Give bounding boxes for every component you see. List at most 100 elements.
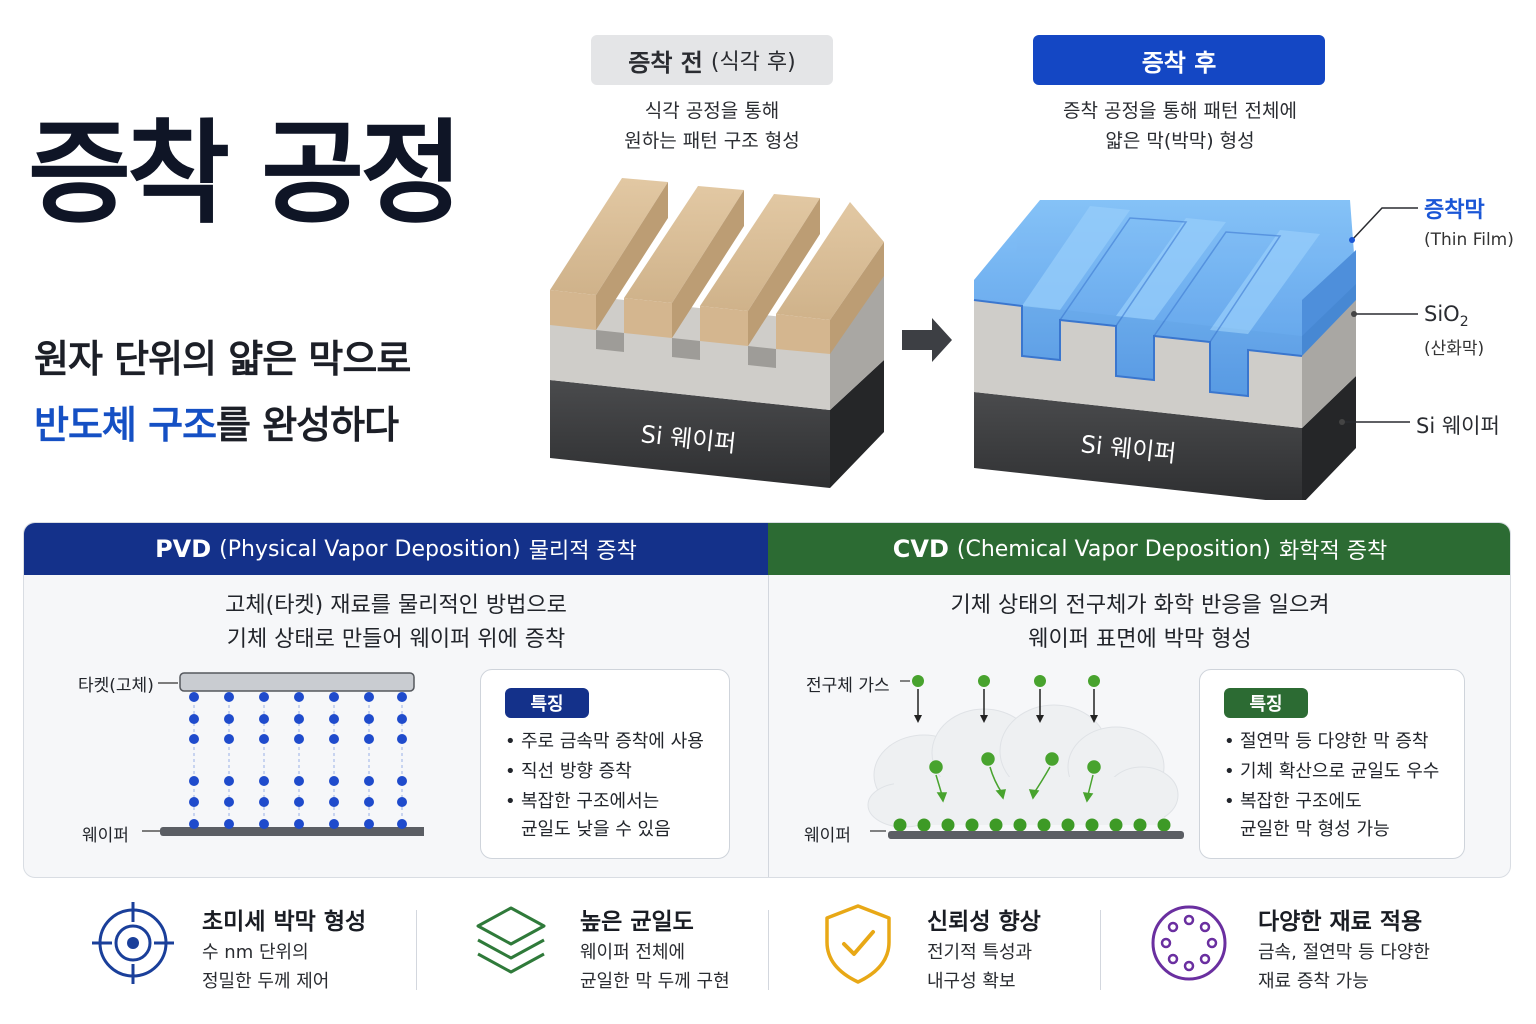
subtitle-highlight: 반도체 구조 [34, 403, 217, 447]
pvd-atom-columns [189, 692, 407, 829]
benefit-desc-line2: 내구성 확보 [927, 971, 1016, 992]
list-item: 복잡한 구조에서는 [505, 788, 704, 816]
sio2-label: SiO2 (산화막) [1424, 302, 1484, 359]
before-block: Si 웨이퍼 [550, 178, 884, 488]
benefit-desc-line1: 수 nm 단위의 [202, 942, 309, 963]
cvd-reacting-molecules [929, 752, 1101, 803]
cvd-desc-line2: 웨이퍼 표면에 박막 형성 [1028, 627, 1252, 652]
thin-film-label-ko: 증착막 [1424, 198, 1485, 223]
before-desc-line1: 식각 공정을 통해 [644, 100, 780, 122]
cvd-desc-line1: 기체 상태의 전구체가 화학 반응을 일으켜 [950, 593, 1330, 618]
layers-icon [476, 906, 546, 974]
before-pattern-fins [550, 178, 884, 354]
after-block: Si 웨이퍼 [973, 200, 1356, 500]
list-item: 복잡한 구조에도 [1224, 788, 1439, 816]
list-item: 균일도 낮을 수 있음 [521, 819, 671, 840]
list-item: 절연막 등 다양한 막 증착 [1224, 728, 1439, 756]
before-si-front [550, 380, 830, 488]
subtitle-rest: 를 완성하다 [216, 403, 399, 447]
after-sio2-side [1302, 284, 1356, 428]
list-item: 기체 확산으로 균일도 우수 [1224, 758, 1439, 786]
benefit-desc-line2: 균일한 막 두께 구현 [580, 971, 730, 992]
pvd-target-label: 타켓(고체) [78, 676, 154, 696]
benefit-divider [416, 910, 417, 990]
cvd-wafer-label: 웨이퍼 [804, 826, 851, 846]
cvd-wafer-plate [888, 831, 1184, 839]
benefit-desc-line2: 재료 증착 가능 [1258, 971, 1369, 992]
thin-film-label-en: (Thin Film) [1424, 230, 1514, 250]
sio2-main: SiO [1424, 302, 1460, 326]
list-item: 균일한 막 형성 가능 [1240, 819, 1390, 840]
subtitle-line1: 원자 단위의 얇은 막으로 [34, 337, 411, 381]
cvd-features-badge: 특징 [1224, 688, 1308, 718]
after-desc-line1: 증착 공정을 통해 패턴 전체에 [1063, 100, 1297, 122]
panel-divider [768, 575, 769, 877]
benefit-title: 다양한 재료 적용 [1258, 909, 1423, 935]
benefit-title: 높은 균일도 [580, 909, 694, 935]
list-item: 직선 방향 증착 [505, 758, 704, 786]
pvd-features-badge: 특징 [505, 688, 589, 718]
pvd-features-box: 특징 주로 금속막 증착에 사용 직선 방향 증착 복잡한 구조에서는 균일도 … [480, 669, 730, 859]
sio2-sub: 2 [1459, 314, 1469, 331]
sio2-label-ko: (산화막) [1424, 339, 1485, 360]
benefit-title: 초미세 박막 형성 [202, 909, 367, 935]
cvd-gas-molecules [912, 675, 1100, 723]
after-header: 증착 후 [1033, 35, 1325, 85]
benefit-desc-line1: 금속, 절연막 등 다양한 [1258, 942, 1430, 963]
before-label-paren: (식각 후) [710, 50, 796, 75]
pvd-ko: 물리적 증착 [528, 539, 637, 564]
pvd-diagram [142, 672, 424, 836]
before-label: 증착 전 [628, 48, 703, 77]
pvd-target-plate [179, 672, 415, 692]
cvd-features-box: 특징 절연막 등 다양한 막 증착 기체 확산으로 균일도 우수 복잡한 구조에… [1199, 669, 1465, 859]
cvd-full: (Chemical Vapor Deposition) [956, 536, 1272, 562]
pvd-wafer-plate [160, 827, 424, 836]
deposition-methods-panel: PVD(Physical Vapor Deposition)물리적 증착 CVD… [23, 522, 1511, 878]
cvd-gas-label: 전구체 가스 [806, 676, 890, 696]
list-item: 주로 금속막 증착에 사용 [505, 728, 704, 756]
before-sio2-side [830, 272, 884, 410]
after-si-side [1302, 376, 1356, 500]
process-arrow-icon [902, 318, 952, 362]
subtitle-line2: 반도체 구조를 완성하다 [34, 394, 399, 449]
benefit-desc-line1: 웨이퍼 전체에 [580, 942, 686, 963]
materials-icon [1151, 905, 1227, 981]
pvd-features-list: 주로 금속막 증착에 사용 직선 방향 증착 복잡한 구조에서는 균일도 낮을 … [505, 728, 704, 846]
before-si-side [830, 360, 884, 488]
page-title: 증착 공정 [28, 109, 463, 239]
layer-leader-lines [1339, 207, 1418, 425]
cvd-ko: 화학적 증착 [1279, 539, 1388, 564]
cvd-header: CVD (Chemical Vapor Deposition) 화학적 증착 [768, 523, 1510, 575]
pvd-header: PVD(Physical Vapor Deposition)물리적 증착 [24, 523, 768, 575]
benefit-divider [1100, 910, 1101, 990]
wafer-blocks-illustration: Si 웨이퍼 Si 웨이퍼 [550, 178, 1356, 500]
pvd-wafer-label: 웨이퍼 [82, 826, 129, 846]
after-desc-line2: 얇은 막(박막) 형성 [1105, 130, 1255, 152]
benefit-desc-line2: 정밀한 두께 제어 [202, 971, 330, 992]
cvd-abbr: CVD [892, 535, 949, 563]
shield-check-icon [825, 904, 891, 984]
pvd-desc-line1: 고체(타켓) 재료를 물리적인 방법으로 [225, 593, 567, 618]
pvd-desc-line2: 기체 상태로 만들어 웨이퍼 위에 증착 [226, 627, 566, 652]
si-wafer-label: Si 웨이퍼 [1416, 414, 1500, 438]
sio2-formula: SiO2 [1424, 302, 1484, 330]
benefit-title: 신뢰성 향상 [927, 909, 1041, 935]
cvd-cloud [867, 704, 1179, 828]
benefit-desc-line1: 전기적 특성과 [927, 942, 1033, 963]
cvd-diagram [867, 675, 1184, 839]
cvd-features-list: 절연막 등 다양한 막 증착 기체 확산으로 균일도 우수 복잡한 구조에도 균… [1224, 728, 1439, 846]
after-thin-film [973, 200, 1356, 398]
target-icon [92, 902, 174, 984]
before-header: 증착 전 (식각 후) [591, 35, 833, 85]
pvd-full: (Physical Vapor Deposition) [219, 536, 521, 562]
